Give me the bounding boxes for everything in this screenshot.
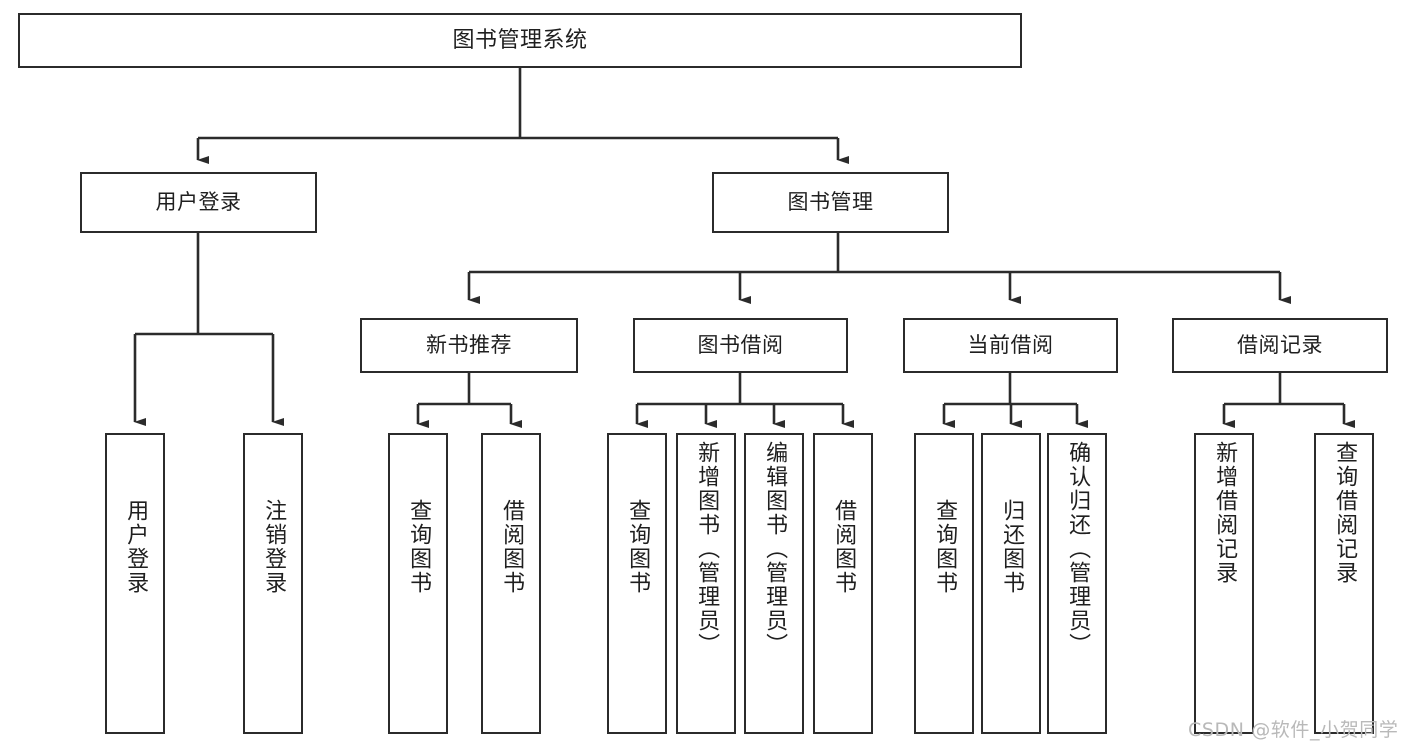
node-new-book-recommend[interactable]: 新书推荐	[360, 318, 578, 373]
node-current-borrow[interactable]: 当前借阅	[903, 318, 1118, 373]
leaf-add-record[interactable]: 新增借阅记录	[1194, 433, 1254, 734]
leaf-confirm-return-label: 确认归还（管理员）	[1065, 441, 1091, 657]
leaf-query-book-1-label: 查询图书	[406, 499, 432, 595]
leaf-query-book-3[interactable]: 查询图书	[914, 433, 974, 734]
leaf-user-login-label: 用户登录	[123, 499, 149, 595]
leaf-query-book-2[interactable]: 查询图书	[607, 433, 667, 734]
leaf-query-record[interactable]: 查询借阅记录	[1314, 433, 1374, 734]
leaf-query-book-1[interactable]: 查询图书	[388, 433, 448, 734]
leaf-add-book-label: 新增图书（管理员）	[694, 441, 720, 657]
watermark: CSDN @软件_小贺同学	[1188, 719, 1399, 741]
node-borrow-record[interactable]: 借阅记录	[1172, 318, 1388, 373]
leaf-query-book-2-label: 查询图书	[625, 499, 651, 595]
node-book-borrow[interactable]: 图书借阅	[633, 318, 848, 373]
node-root-label: 图书管理系统	[452, 27, 588, 53]
leaf-borrow-book-1[interactable]: 借阅图书	[481, 433, 541, 734]
leaf-edit-book[interactable]: 编辑图书（管理员）	[744, 433, 804, 734]
leaf-return-book[interactable]: 归还图书	[981, 433, 1041, 734]
node-root[interactable]: 图书管理系统	[18, 13, 1022, 68]
leaf-borrow-book-2-label: 借阅图书	[831, 499, 857, 595]
leaf-logout-login-label: 注销登录	[261, 499, 287, 595]
node-user-login-label: 用户登录	[155, 190, 242, 215]
leaf-query-record-label: 查询借阅记录	[1332, 441, 1358, 585]
node-book-manage-label: 图书管理	[787, 190, 874, 215]
leaf-confirm-return[interactable]: 确认归还（管理员）	[1047, 433, 1107, 734]
leaf-add-book[interactable]: 新增图书（管理员）	[676, 433, 736, 734]
leaf-logout-login[interactable]: 注销登录	[243, 433, 303, 734]
leaf-borrow-book-2[interactable]: 借阅图书	[813, 433, 873, 734]
leaf-user-login[interactable]: 用户登录	[105, 433, 165, 734]
node-borrow-record-label: 借阅记录	[1237, 333, 1323, 358]
node-current-borrow-label: 当前借阅	[967, 333, 1054, 358]
leaf-add-record-label: 新增借阅记录	[1212, 441, 1238, 585]
leaf-return-book-label: 归还图书	[999, 499, 1025, 595]
leaf-borrow-book-1-label: 借阅图书	[499, 499, 525, 595]
node-book-borrow-label: 图书借阅	[697, 333, 784, 358]
node-new-book-recommend-label: 新书推荐	[426, 333, 512, 358]
node-book-manage[interactable]: 图书管理	[712, 172, 949, 233]
node-user-login[interactable]: 用户登录	[80, 172, 317, 233]
leaf-query-book-3-label: 查询图书	[932, 499, 958, 595]
leaf-edit-book-label: 编辑图书（管理员）	[762, 441, 788, 657]
